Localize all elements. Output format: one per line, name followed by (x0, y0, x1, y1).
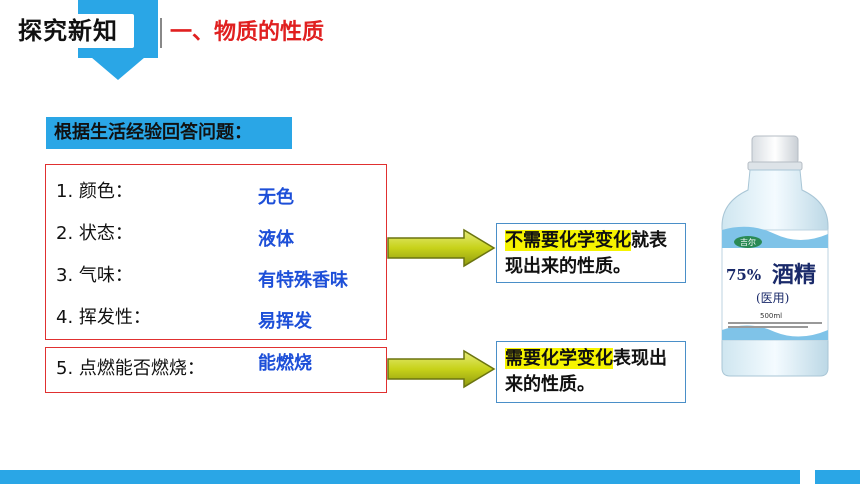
definition-highlight: 需要化学变化 (505, 348, 613, 369)
arrow-right-icon (387, 349, 496, 389)
tag-chevron (78, 46, 158, 80)
footer-tab (815, 470, 860, 484)
property-label-flammability: 5. 点燃能否燃烧： (56, 358, 205, 379)
section-title: 探究新知 (14, 14, 134, 48)
bottle-volume: 500ml (760, 312, 782, 320)
property-value-volatility: 易挥发 (258, 311, 312, 332)
chemical-properties-box (45, 347, 387, 393)
footer-bar (0, 470, 800, 484)
bottle-percent: 75% (726, 266, 761, 284)
definition-text: 就表现出来的性质。 (505, 230, 667, 277)
arrow-right-icon (387, 228, 496, 268)
property-label-color: 1. 颜色： (56, 181, 133, 202)
alcohol-bottle-image: 吉尔 75% 酒精 (医用) 500ml (710, 130, 840, 380)
property-value-state: 液体 (258, 229, 294, 250)
bottle-brand: 吉尔 (740, 237, 756, 247)
page-title: 一、物质的性质 (170, 20, 325, 45)
header-divider (160, 18, 162, 48)
chemical-property-definition: 需要化学变化表现出来的性质。 (496, 341, 686, 403)
property-label-odor: 3. 气味： (56, 265, 133, 286)
property-value-color: 无色 (258, 187, 294, 208)
question-prompt: 根据生活经验回答问题： (46, 117, 292, 149)
definition-highlight: 不需要化学变化 (505, 230, 631, 251)
physical-properties-box (45, 164, 387, 340)
bottle-name: 酒精 (772, 262, 816, 288)
bottle-icon: 吉尔 75% 酒精 (医用) 500ml (721, 135, 829, 377)
property-label-state: 2. 状态： (56, 223, 133, 244)
physical-property-definition: 不需要化学变化就表现出来的性质。 (496, 223, 686, 283)
property-value-odor: 有特殊香味 (258, 270, 348, 291)
property-label-volatility: 4. 挥发性： (56, 307, 151, 328)
definition-text: 表现出来的性质。 (505, 348, 667, 395)
bottle-sub: (医用) (756, 291, 789, 305)
section-tag: 探究新知 (0, 0, 160, 80)
property-value-flammability: 能燃烧 (258, 353, 312, 374)
